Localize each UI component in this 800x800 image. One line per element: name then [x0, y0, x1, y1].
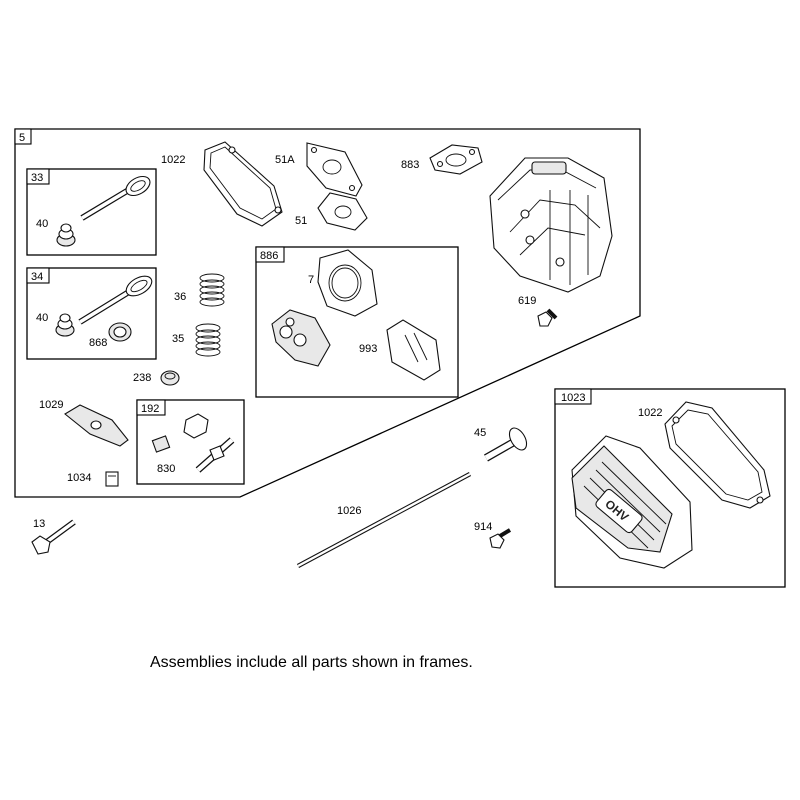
caption: Assemblies include all parts shown in fr…	[150, 654, 473, 671]
frame-5-tag	[14, 128, 32, 145]
gasket-51A	[306, 142, 363, 197]
frame-34-label: 34	[31, 271, 43, 283]
label-1022a: 1022	[161, 154, 185, 166]
label-51A: 51A	[275, 154, 295, 166]
label-914: 914	[474, 521, 492, 533]
label-238: 238	[133, 372, 151, 384]
label-1022b: 1022	[638, 407, 662, 419]
frame-33-tag	[26, 168, 50, 185]
label-40a: 40	[36, 218, 48, 230]
label-883: 883	[401, 159, 419, 171]
valve-seal-868	[108, 322, 132, 342]
frame-5-label: 5	[19, 132, 25, 144]
label-45: 45	[474, 427, 486, 439]
frame-1023	[554, 388, 786, 588]
screw-619	[537, 308, 558, 327]
stud-830	[195, 437, 235, 473]
frame-34-tag	[26, 267, 50, 284]
label-993: 993	[359, 343, 377, 355]
label-1026: 1026	[337, 505, 361, 517]
valve-cover: OHV	[571, 435, 693, 569]
gasket-1022b	[664, 401, 771, 509]
gasket-51	[317, 192, 368, 231]
label-35: 35	[172, 333, 184, 345]
frame-33	[26, 168, 157, 256]
frame-1023-tag	[554, 388, 592, 405]
label-1034: 1034	[67, 472, 91, 484]
screw-914	[489, 528, 512, 549]
frame-886-label: 886	[260, 250, 278, 262]
gasket-plate	[271, 309, 331, 367]
gasket-1022a	[203, 141, 283, 227]
frame-886	[255, 246, 459, 398]
valve-keeper-40b	[55, 313, 75, 337]
label-619: 619	[518, 295, 536, 307]
gasket-993	[386, 319, 441, 381]
tappet-45	[484, 427, 528, 462]
spring-35	[195, 323, 221, 357]
rocker-arm-1029	[64, 404, 129, 447]
gasket-883	[429, 144, 483, 175]
bolt-13	[31, 519, 76, 555]
frame-192-label: 192	[141, 403, 159, 415]
cylinder-head	[489, 157, 613, 293]
plug-238	[160, 370, 180, 386]
frame-192-tag	[136, 399, 166, 416]
setscrew-192	[151, 435, 171, 453]
label-36: 36	[174, 291, 186, 303]
label-40b: 40	[36, 312, 48, 324]
label-7: 7	[308, 274, 314, 286]
label-830: 830	[157, 463, 175, 475]
push-rod-1026	[296, 472, 472, 568]
label-13: 13	[33, 518, 45, 530]
label-868: 868	[89, 337, 107, 349]
head-gasket-7	[317, 249, 378, 317]
label-1029: 1029	[39, 399, 63, 411]
label-51: 51	[295, 215, 307, 227]
valve-33	[80, 175, 151, 221]
frame-33-label: 33	[31, 172, 43, 184]
nut-192	[183, 413, 209, 439]
frame-886-tag	[255, 246, 285, 263]
valve-34	[78, 275, 153, 325]
frame-1023-label: 1023	[561, 392, 585, 404]
frame-192	[136, 399, 245, 485]
valve-keeper-40a	[56, 223, 76, 247]
clip-1034	[105, 471, 119, 487]
frame-34	[26, 267, 157, 360]
spring-36	[199, 273, 225, 307]
frame-5	[14, 128, 641, 498]
